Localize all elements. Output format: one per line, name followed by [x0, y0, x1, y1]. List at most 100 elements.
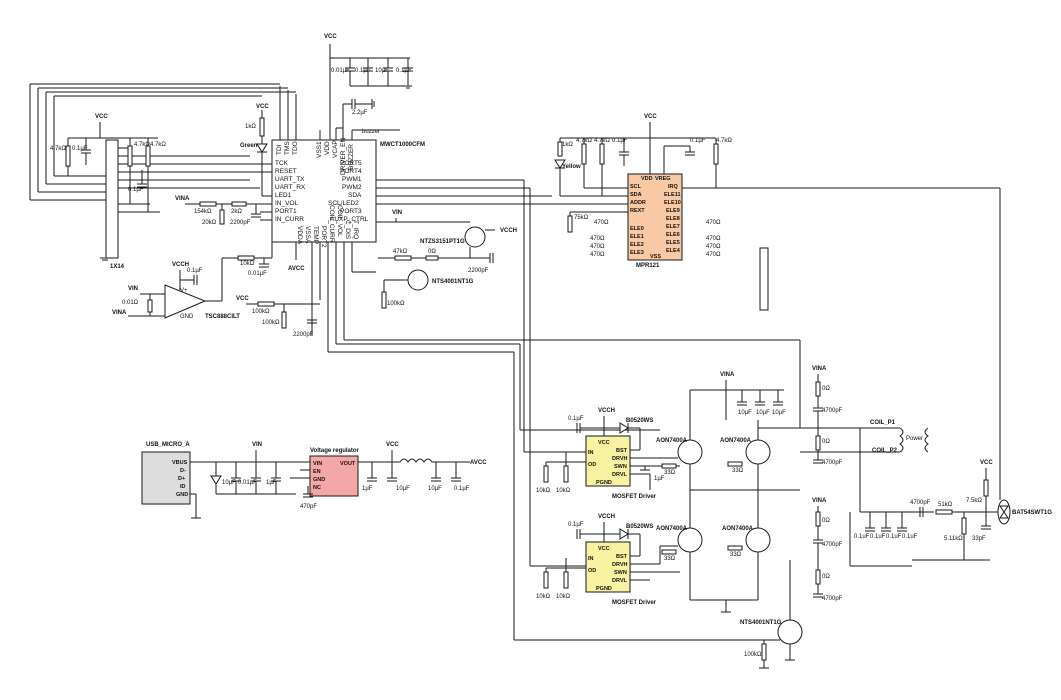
usb-pin-3: D+: [178, 476, 185, 482]
main-ic-right-pin-8: AUXP_CTRL: [330, 216, 369, 223]
main-ic-left-pin-4: UART_RX: [275, 184, 306, 191]
main-ic-right-pin-7: PORT3: [340, 208, 362, 215]
bridge-cap-2-label: 10µF: [756, 410, 770, 416]
usb-pin-1: VBUS: [172, 460, 188, 466]
signal-buses: [328, 179, 801, 641]
mpr121-body: [627, 173, 683, 261]
regulator-caption: Voltage regulator: [310, 448, 360, 454]
aux-r3-label: 100kΩ: [387, 301, 405, 307]
in-curr-network: VCC 100kΩ 100kΩ 2200pF: [236, 296, 320, 338]
curr-vcc-label: VCC: [236, 296, 249, 302]
aux-vin-label: VIN: [392, 210, 402, 216]
drv2-pin-vcc: VCC: [598, 546, 610, 552]
main-ic-top-pin-4: VSS1: [316, 141, 323, 158]
drv1-pin-swn: SWN: [614, 464, 627, 470]
reg-pin-vout: VOUT: [340, 461, 356, 467]
mpr-left-8: ELE3: [630, 250, 644, 256]
mpr-r3-label: 4.7kΩ: [716, 138, 732, 144]
div-cap-3-label: 0.1uF: [886, 534, 902, 540]
usb-vin-label: VIN: [252, 442, 262, 448]
mpr-left-1: SCL: [630, 184, 642, 190]
fet-1-label: AON7400A: [656, 438, 688, 444]
hdr-r1-label: 4.7kΩ: [50, 146, 66, 152]
cap-top-3: [383, 58, 393, 86]
main-ic-right-pin-3: PWM1: [342, 176, 362, 183]
fet-4-label: AON7400A: [722, 526, 754, 532]
header-1x14-label: 1X14: [110, 264, 125, 270]
res-r0-2-label: 0Ω: [822, 439, 830, 445]
main-ic-bottom-pin-5: COIL_CURR: [328, 205, 335, 243]
vcap-cap-label: 2.2µF: [352, 110, 368, 116]
amp-vin-label: VIN: [128, 286, 138, 292]
drv1-c-bst-label: 1µF: [654, 476, 665, 482]
drv2-r2-label: 10kΩ: [556, 594, 571, 600]
cap-top-4: [403, 58, 413, 86]
main-ic-left-pin-8: IN_CURR: [275, 216, 304, 223]
coil-p2-label: COIL_P2: [872, 448, 898, 454]
aux-vcch-label: VCCH: [500, 228, 517, 234]
ele-r-5-label: 470Ω: [706, 220, 721, 226]
mpr-right-5: ELE8: [666, 216, 680, 222]
res-vina-top-label: VINA: [812, 366, 827, 372]
drv1-pin-in: IN: [588, 450, 594, 456]
auxp-circuit: VIN NTZS3151PT1G VCCH 47kΩ 0Ω 2200pF NTS…: [376, 210, 517, 309]
mpr-right-8: ELE5: [666, 240, 680, 246]
main-ic-bottom-pin-4: PORT2: [320, 226, 327, 248]
usb-pin-4: ID: [180, 484, 186, 490]
mpr-left-2: SDA: [630, 192, 642, 198]
power-input: USB_MICRO_A VBUS D- D+ ID GND 10µF 0.01µ…: [141, 442, 487, 519]
main-ic-top-pin-7: DRIVER_EN: [340, 137, 347, 175]
usb-pin-5: GND: [176, 492, 188, 498]
hdr-c1-label: 0.1µF: [72, 146, 88, 152]
res-r0-3-label: 0Ω: [822, 518, 830, 524]
mpr-right-3: ELE10: [664, 200, 681, 206]
mpr-right-2: ELE11: [664, 192, 681, 198]
in-vol-r3-label: 2kΩ: [231, 209, 242, 215]
cap-top-2: [363, 58, 373, 86]
mpr-r1-label: 4.7kΩ: [576, 138, 592, 144]
mpr-top-vreg: VREG: [655, 176, 671, 182]
drv2-pin-drvl: DRVL: [612, 578, 628, 584]
aux-r1-label: 47kΩ: [393, 249, 408, 255]
mpr-left-3: ADDR: [630, 200, 646, 206]
drv1-diode-label: B0520WS: [626, 418, 653, 424]
usb-c1-label: 10µF: [222, 480, 236, 486]
drv1-pin-pgnd: PGND: [596, 480, 612, 486]
drv2-vcch-label: VCCH: [598, 514, 615, 520]
out-c-label: 4700pF: [910, 500, 931, 506]
ele-r-1-label: 470Ω: [594, 220, 609, 226]
cap-top-1: [345, 58, 355, 86]
out-r-label: 51kΩ: [938, 502, 953, 508]
drv2-diode-label: B0520WS: [626, 524, 653, 530]
res-r0-1-label: 0Ω: [822, 386, 830, 392]
usb-c2-label: 0.01µF: [238, 480, 257, 486]
mpr-right-1: IRQ: [668, 184, 679, 190]
aux-r2-label: 0Ω: [428, 249, 436, 255]
buzzer-net-label: buzzer: [362, 129, 380, 135]
reg-c4-label: 0.1µF: [454, 486, 470, 492]
green-led-circuit: VCC 1kΩ Green: [240, 104, 272, 197]
nmos-bot-label: NTS4001NT1G: [740, 620, 782, 626]
bottom-nmos: NTS4001NT1G 100kΩ: [740, 560, 803, 669]
reg-c1-label: 1µF: [362, 486, 373, 492]
driver1-caption: MOSFET Driver: [612, 494, 657, 500]
pmos-label: NTZS3151PT1G: [420, 239, 465, 245]
esd-vcc-label: VCC: [980, 460, 993, 466]
vina-in-vol-label: VINA: [175, 196, 190, 202]
mpr-right-6: ELE7: [666, 224, 680, 230]
in-vol-r1-label: 154kΩ: [194, 209, 212, 215]
drv2-pin-od: OD: [588, 568, 596, 574]
drv2-c-top-label: 0.1µF: [568, 522, 584, 528]
main-ic-top-pin-3: TDO: [292, 141, 299, 155]
main-ic-right-pin-6: SCL/LED2: [328, 200, 359, 207]
mpr-rext-label: 75kΩ: [574, 215, 589, 221]
driver2-caption: MOSFET Driver: [612, 600, 657, 606]
div-cap-1-label: 0.1uF: [854, 534, 870, 540]
avcc-label: AVCC: [288, 266, 305, 272]
main-ic-left-pin-1: TCK: [275, 160, 289, 167]
curr-c-label: 2200pF: [293, 332, 314, 338]
resonant-network: VINA 0Ω 4700pF 0Ω 4700pF COIL_P1 COIL_P2…: [800, 366, 929, 602]
regulator-body: [309, 455, 359, 497]
